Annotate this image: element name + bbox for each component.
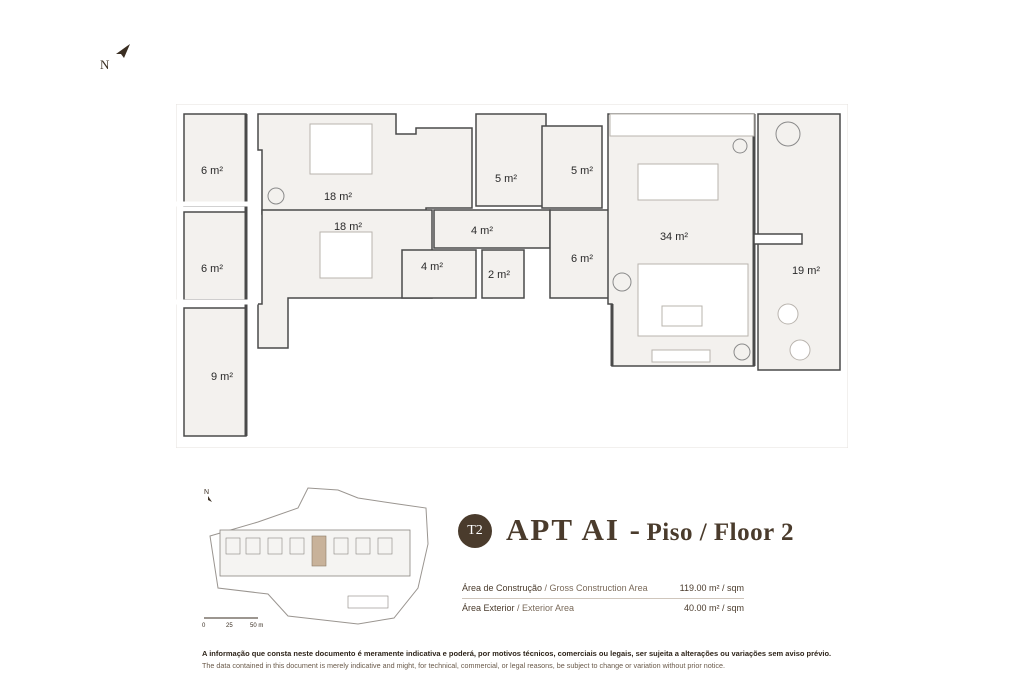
room-area-balcony-mid: 6 m²	[201, 263, 223, 275]
unit-grid	[225, 537, 393, 555]
room-area-terrace: 19 m²	[792, 265, 820, 277]
disclaimer-en: The data contained in this document is m…	[202, 661, 725, 670]
site-plan: N 0 25 50 m	[202, 487, 429, 629]
construction-area-value: 119.00 m² / sqm	[679, 583, 744, 593]
walls-detail	[176, 114, 803, 436]
room-area-hall: 4 m²	[471, 225, 493, 237]
room-area-bathroom-3: 4 m²	[421, 261, 443, 273]
scale-50: 50 m	[250, 623, 263, 629]
room-area-bedroom-2: 18 m²	[334, 221, 362, 233]
room-area-living: 34 m²	[660, 231, 688, 243]
site-north-arrow-icon	[208, 496, 212, 502]
typology-badge: T2	[458, 514, 492, 548]
room-area-bathroom-1: 5 m²	[495, 173, 517, 185]
north-label: N	[100, 57, 110, 72]
room-labels: 6 m² 6 m² 9 m² 18 m² 18 m² 5 m² 5 m² 4 m…	[201, 165, 820, 383]
room-area-bedroom-1: 18 m²	[324, 191, 352, 203]
highlighted-unit	[311, 535, 327, 567]
exterior-area-value: 40.00 m² / sqm	[683, 603, 744, 613]
compass: N	[96, 40, 136, 76]
apartment-name: APT AI -	[506, 512, 643, 547]
annex-building	[347, 595, 389, 609]
construction-area-label: Área de Construção / Gross Construction …	[462, 583, 648, 593]
exterior-area-row: Área Exterior / Exterior Area 40.00 m² /…	[462, 600, 744, 616]
room-area-balcony-bottom: 9 m²	[211, 371, 233, 383]
furniture	[309, 113, 811, 363]
scale-0: 0	[202, 623, 206, 629]
room-area-storage: 2 m²	[488, 269, 510, 281]
room-area-balcony-top: 6 m²	[201, 165, 223, 177]
apartment-title: APT AI - Piso / Floor 2	[506, 512, 794, 548]
north-arrow-icon	[116, 44, 130, 58]
room-area-bathroom-2: 5 m²	[571, 165, 593, 177]
room-area-entry: 6 m²	[571, 253, 593, 265]
exterior-area-label: Área Exterior / Exterior Area	[462, 603, 575, 613]
construction-area-row: Área de Construção / Gross Construction …	[462, 580, 744, 599]
site-north-label: N	[204, 489, 209, 496]
disclaimer-pt: A informação que consta neste documento …	[202, 649, 832, 658]
plants	[267, 121, 801, 361]
scale-25: 25	[226, 623, 233, 629]
apartment-floor: Piso / Floor 2	[646, 519, 795, 546]
floor-plan: 6 m² 6 m² 9 m² 18 m² 18 m² 5 m² 5 m² 4 m…	[176, 104, 848, 448]
